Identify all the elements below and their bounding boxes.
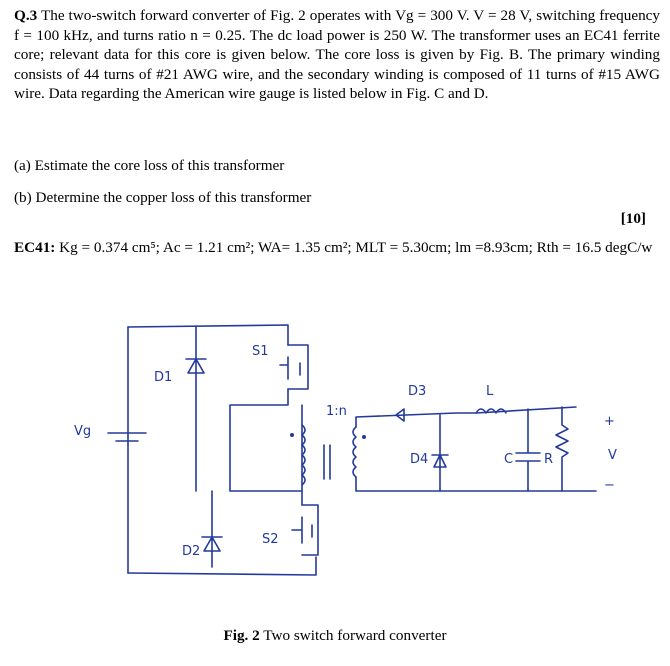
dot-secondary: [362, 435, 366, 439]
core-lines: [323, 444, 331, 480]
switch-s2: [291, 504, 319, 556]
question-paragraph: Q.3 The two-switch forward converter of …: [14, 6, 660, 104]
label-d4: D4: [410, 452, 428, 467]
label-d1: D1: [154, 370, 172, 385]
secondary-winding: [352, 426, 357, 478]
switch-s1: [279, 344, 309, 390]
marks: [10]: [620, 210, 646, 227]
label-ratio: 1:n: [326, 404, 347, 419]
label-s1: S1: [252, 344, 269, 359]
label-vg: Vg: [74, 424, 91, 439]
dc-source-symbol: [107, 432, 147, 442]
capacitor-c: [515, 408, 541, 492]
inductor-l: [475, 408, 507, 414]
part-b: (b) Determine the copper loss of this tr…: [14, 189, 312, 206]
core-data-label: EC41:: [14, 239, 56, 256]
question-label: Q.3: [14, 7, 38, 24]
diode-d3: [395, 408, 405, 422]
diode-d4: [431, 414, 449, 492]
circuit-figure: S1 D1 D2 S2 1:n D3 D4 L C R Vg V + −: [74, 324, 617, 576]
label-l: L: [486, 384, 494, 399]
top-rail: [127, 324, 289, 346]
label-s2: S2: [262, 532, 279, 547]
label-c: C: [504, 452, 513, 467]
bottom-rail: [127, 556, 317, 576]
primary-winding: [301, 424, 306, 486]
label-v: V: [608, 448, 617, 463]
dot-primary: [290, 433, 294, 437]
caption-text: Two switch forward converter: [259, 627, 447, 644]
part-a: (a) Estimate the core loss of this trans…: [14, 157, 285, 174]
diode-d1: [185, 326, 207, 492]
caption-label: Fig. 2: [223, 627, 260, 644]
core-data-text: Kg = 0.374 cm⁵; Ac = 1.21 cm²; WA= 1.35 …: [55, 239, 653, 256]
core-data-paragraph: EC41: Kg = 0.374 cm⁵; Ac = 1.21 cm²; WA=…: [14, 238, 660, 258]
question-text: The two-switch forward converter of Fig.…: [14, 7, 660, 102]
label-minus: −: [604, 478, 615, 493]
diode-d2: [201, 490, 223, 568]
secondary-wire: [355, 406, 597, 492]
resistor-r: [555, 406, 569, 492]
label-d2: D2: [182, 544, 200, 559]
label-r: R: [544, 452, 553, 467]
label-d3: D3: [408, 384, 426, 399]
primary-wire: [229, 388, 303, 492]
label-plus: +: [604, 414, 615, 429]
figure-caption: Fig. 2 Two switch forward converter: [0, 627, 670, 645]
